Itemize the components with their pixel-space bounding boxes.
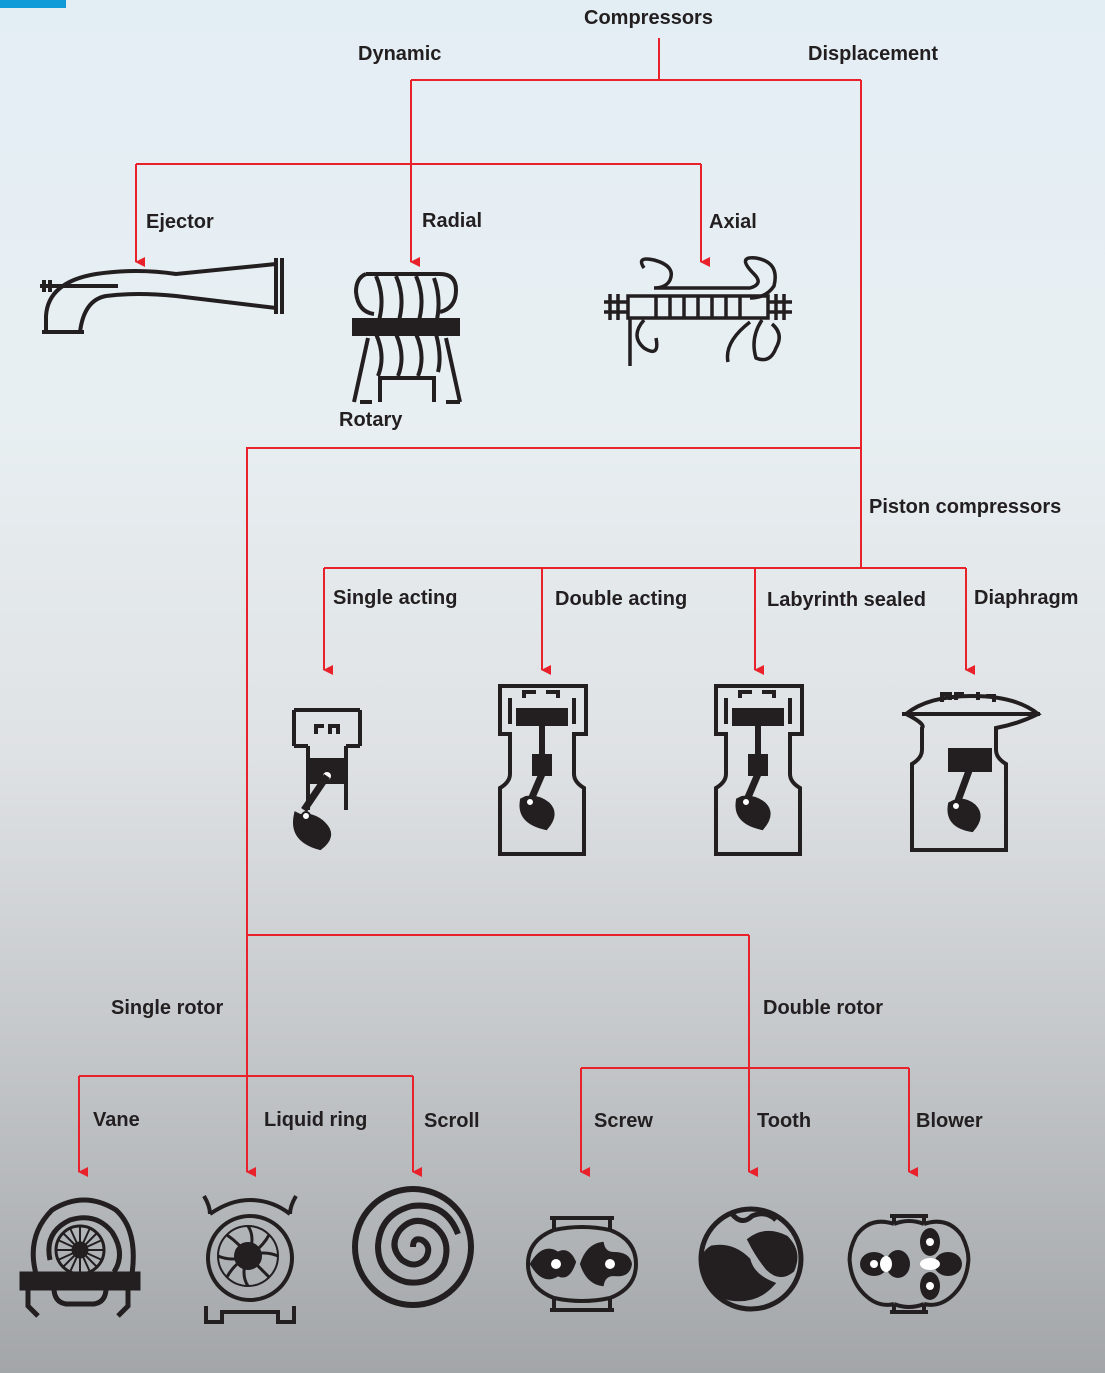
label-double-acting: Double acting <box>555 588 688 610</box>
label-diaphragm: Diaphragm <box>974 587 1079 609</box>
ejector-icon <box>36 256 290 338</box>
label-single-rotor: Single rotor <box>111 997 224 1019</box>
label-screw: Screw <box>594 1110 653 1132</box>
single-acting-piston-icon <box>290 706 364 864</box>
label-vane: Vane <box>93 1109 140 1131</box>
tooth-compressor-icon <box>696 1204 806 1314</box>
blower-compressor-icon <box>846 1212 972 1316</box>
label-tooth: Tooth <box>757 1110 812 1132</box>
scroll-compressor-icon <box>350 1184 476 1310</box>
label-compressors: Compressors <box>584 7 713 29</box>
dynamic-connector <box>136 80 701 165</box>
label-labyrinth-sealed: Labyrinth sealed <box>767 589 926 611</box>
label-double-rotor: Double rotor <box>763 997 883 1019</box>
labyrinth-sealed-piston-icon <box>712 682 806 860</box>
label-single-acting: Single acting <box>333 587 458 609</box>
label-piston-compressors: Piston compressors <box>869 496 1062 518</box>
label-displacement: Displacement <box>808 43 939 65</box>
radial-compressor-icon <box>350 268 464 408</box>
screw-compressor-icon <box>524 1214 640 1314</box>
label-rotary: Rotary <box>339 409 403 431</box>
label-radial: Radial <box>422 210 483 232</box>
label-dynamic: Dynamic <box>358 43 442 65</box>
label-scroll: Scroll <box>424 1110 480 1132</box>
liquid-ring-compressor-icon <box>200 1194 300 1326</box>
double-acting-piston-icon <box>496 682 590 860</box>
label-ejector: Ejector <box>146 211 214 233</box>
label-liquid-ring: Liquid ring <box>264 1109 368 1131</box>
diaphragm-compressor-icon <box>898 688 1046 856</box>
label-axial: Axial <box>709 211 757 233</box>
rotary-connector <box>246 447 861 935</box>
root-connector <box>411 38 861 81</box>
axial-compressor-icon <box>600 254 796 370</box>
label-blower: Blower <box>916 1110 983 1132</box>
figure-tag <box>0 0 66 8</box>
double-rotor-connector <box>581 935 909 1069</box>
vane-compressor-icon <box>14 1196 144 1322</box>
